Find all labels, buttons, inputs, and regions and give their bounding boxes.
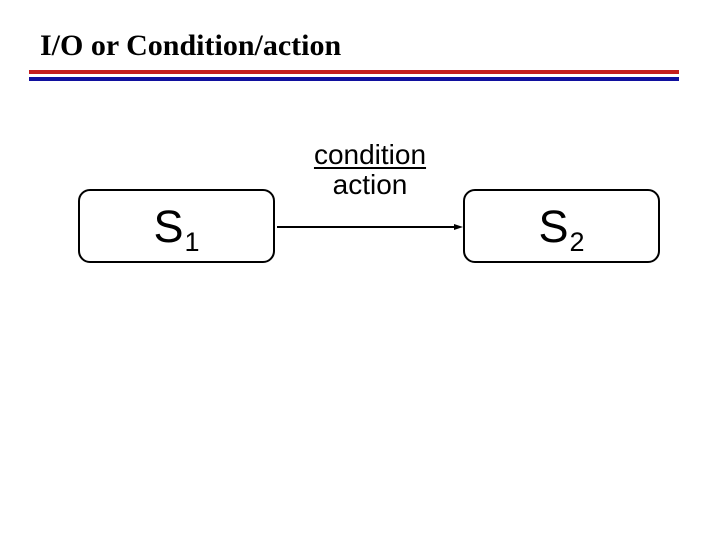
state-s1-base: S (153, 200, 184, 252)
state-s1-box: S1 (78, 189, 275, 263)
title-underline-blue (29, 77, 679, 81)
state-s2-label: S2 (538, 200, 584, 256)
title-underline-red (29, 70, 679, 74)
transition-arrow-head (454, 224, 463, 230)
slide-title: I/O or Condition/action (40, 29, 342, 62)
transition-label: condition action (270, 140, 470, 200)
state-s2-subscript: 2 (569, 226, 585, 257)
state-s1-label: S1 (153, 200, 199, 256)
state-s2-base: S (538, 200, 569, 252)
state-s2-box: S2 (463, 189, 660, 263)
transition-arrow-line (277, 226, 455, 228)
transition-condition-label: condition (313, 139, 427, 170)
transition-action-label: action (332, 169, 408, 200)
state-s1-subscript: 1 (184, 226, 200, 257)
